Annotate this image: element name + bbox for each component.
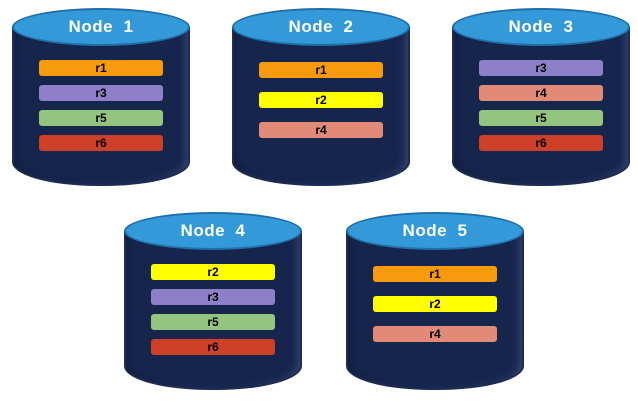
cylinder-top-ellipse xyxy=(346,212,524,250)
record-bar-r1[interactable]: r1 xyxy=(39,60,163,76)
record-bar-r5[interactable]: r5 xyxy=(151,314,275,330)
node-3[interactable]: Node 3 r3 r4 r5 r6 xyxy=(452,8,630,186)
record-bar-r2[interactable]: r2 xyxy=(151,264,275,280)
node-4[interactable]: Node 4 r2 r3 r5 r6 xyxy=(124,212,302,390)
record-bar-r3[interactable]: r3 xyxy=(39,85,163,101)
record-bar-r4[interactable]: r4 xyxy=(373,326,497,342)
record-bar-r3[interactable]: r3 xyxy=(151,289,275,305)
record-list: r2 r3 r5 r6 xyxy=(124,264,302,355)
cylinder-body xyxy=(452,27,630,186)
record-bar-r6[interactable]: r6 xyxy=(479,135,603,151)
record-bar-r5[interactable]: r5 xyxy=(39,110,163,126)
record-list: r1 r3 r5 r6 xyxy=(12,60,190,151)
record-list: r3 r4 r5 r6 xyxy=(452,60,630,151)
record-bar-r6[interactable]: r6 xyxy=(39,135,163,151)
record-bar-r1[interactable]: r1 xyxy=(259,62,383,78)
record-bar-r3[interactable]: r3 xyxy=(479,60,603,76)
record-bar-r2[interactable]: r2 xyxy=(373,296,497,312)
record-bar-r4[interactable]: r4 xyxy=(259,122,383,138)
cylinder-body xyxy=(124,231,302,390)
cylinder-top-ellipse xyxy=(12,8,190,46)
record-bar-r1[interactable]: r1 xyxy=(373,266,497,282)
record-list: r1 r2 r4 xyxy=(346,266,524,342)
node-label: Node 2 xyxy=(288,17,354,36)
node-2[interactable]: Node 2 r1 r2 r4 xyxy=(232,8,410,186)
record-bar-r4[interactable]: r4 xyxy=(479,85,603,101)
cylinder-top-ellipse xyxy=(232,8,410,46)
node-1[interactable]: Node 1 r1 r3 r5 r6 xyxy=(12,8,190,186)
node-label: Node 1 xyxy=(68,17,134,36)
cylinder-top-ellipse xyxy=(124,212,302,250)
node-label: Node 5 xyxy=(402,221,468,240)
node-label: Node 3 xyxy=(508,17,574,36)
cylinder-top-ellipse xyxy=(452,8,630,46)
node-5[interactable]: Node 5 r1 r2 r4 xyxy=(346,212,524,390)
record-bar-r2[interactable]: r2 xyxy=(259,92,383,108)
record-bar-r5[interactable]: r5 xyxy=(479,110,603,126)
node-label: Node 4 xyxy=(180,221,246,240)
record-bar-r6[interactable]: r6 xyxy=(151,339,275,355)
record-list: r1 r2 r4 xyxy=(232,62,410,138)
